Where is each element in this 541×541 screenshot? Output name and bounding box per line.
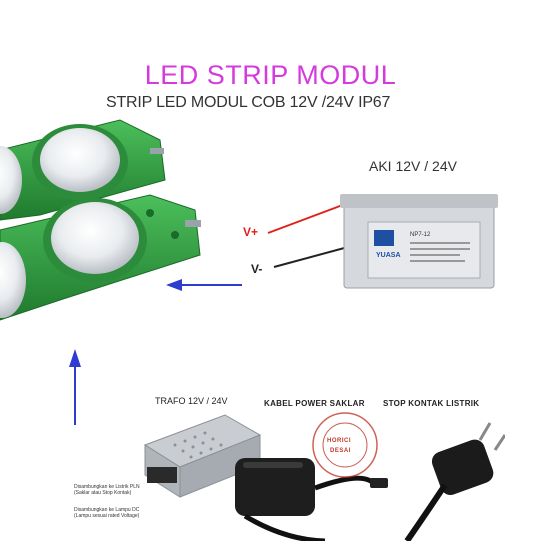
transformer-label: TRAFO 12V / 24V xyxy=(155,396,228,406)
stamp-text-top: HORICI xyxy=(327,438,351,444)
dc-connection-note: Disambungkan ke Lampu DC (Lampu sesuai r… xyxy=(74,507,139,519)
transformer-image xyxy=(143,414,262,498)
power-plug-image xyxy=(404,422,505,541)
battery-model: NP7-12 xyxy=(410,232,431,238)
arrow-left-icon xyxy=(166,279,242,291)
pln-note-line1: Disambungkan ke Listrik PLN xyxy=(74,484,140,490)
pln-connection-note: Disambungkan ke Listrik PLN (Saklar atau… xyxy=(74,484,140,496)
page-title: LED STRIP MODUL xyxy=(144,60,397,90)
battery-wires xyxy=(267,202,349,268)
positive-terminal-label: V+ xyxy=(243,225,259,239)
stamp-text-bottom: DESAI xyxy=(330,448,351,454)
arrow-up-icon xyxy=(69,349,81,425)
battery-brand: YUASA xyxy=(376,252,401,259)
page-subtitle: STRIP LED MODUL COB 12V /24V IP67 xyxy=(106,94,391,111)
cable-label: KABEL POWER SAKLAR xyxy=(264,399,365,408)
negative-terminal-label: V- xyxy=(251,262,263,276)
dc-note-line2: (Lampu sesuai rated Voltage) xyxy=(74,513,140,519)
plug-label: STOP KONTAK LISTRIK xyxy=(383,399,480,408)
led-strip-module-image xyxy=(0,119,201,321)
seal-stamp xyxy=(312,412,378,478)
pln-note-line2: (Saklar atau Stop Kontak) xyxy=(74,490,132,496)
dc-note-line1: Disambungkan ke Lampu DC xyxy=(74,507,140,513)
battery-label: AKI 12V / 24V xyxy=(369,158,457,174)
battery-image: YUASA NP7-12 xyxy=(340,194,498,289)
